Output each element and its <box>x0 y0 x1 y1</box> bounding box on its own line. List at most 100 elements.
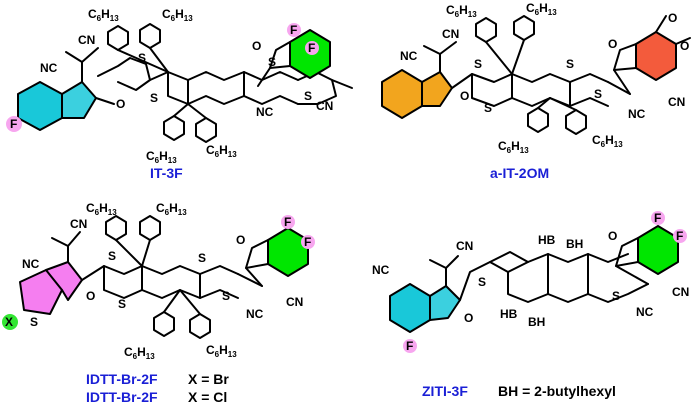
fluorine-atom-r1: F <box>654 211 661 225</box>
left-endgroup-pink-ring <box>20 270 62 314</box>
thiophene-s-4: S <box>304 89 312 103</box>
side-chain-label-4: C6H13 <box>206 343 237 359</box>
cyano-top: CN <box>78 33 95 47</box>
molecule-a-it-2om: NC CN O S S S S C6H13 C6H13 C6H13 C6H13 <box>381 1 691 181</box>
methoxy-o-1: O <box>668 11 677 25</box>
right-endgroup-green-ring <box>268 228 308 276</box>
left-endgroup-cyan-ring <box>390 284 430 332</box>
svg-text:C6H13: C6H13 <box>88 7 119 23</box>
molecule-name-2: IDTT-Br-2F <box>86 389 158 405</box>
cyano-top: CN <box>456 239 473 253</box>
cyano-right-1: CN <box>672 285 689 299</box>
side-chain-label-1: C6H13 <box>86 201 117 217</box>
fluorine-highlight <box>403 339 417 353</box>
cyano-right-1: CN <box>316 99 333 113</box>
fluorine-atom: F <box>406 339 413 353</box>
left-endgroup-orange-ring <box>382 70 422 118</box>
thiophene-s-1: S <box>138 51 146 65</box>
cyano-left: NC <box>22 257 40 271</box>
side-chain-label-1: C6H13 <box>88 7 119 23</box>
thiophene-s-1: S <box>478 275 486 289</box>
svg-text:C6H13: C6H13 <box>206 343 237 359</box>
right-endgroup-red-ring <box>636 32 676 80</box>
cyano-right-1: CN <box>286 295 303 309</box>
cyano-left: NC <box>372 263 390 277</box>
molecule-name: IT-3F <box>150 165 183 181</box>
svg-text:C6H13: C6H13 <box>124 345 155 361</box>
side-chain-label-4: C6H13 <box>206 143 237 159</box>
thiophene-s-2: S <box>484 101 492 115</box>
molecule-it-3f: F NC CN O S S S S C6H13 C6H13 C <box>6 7 353 181</box>
svg-text:C6H13: C6H13 <box>446 3 477 19</box>
side-chain-label-1: HB <box>538 233 556 247</box>
molecule-name-1: IDTT-Br-2F <box>86 371 158 387</box>
substituent-2: X = Cl <box>188 389 227 405</box>
bh-definition: BH = 2-butylhexyl <box>498 383 616 399</box>
side-chain-label-4: BH <box>528 315 545 329</box>
cyano-left: NC <box>400 49 418 63</box>
carbonyl-oxygen: O <box>116 97 125 111</box>
thiophene-s-3: S <box>566 57 574 71</box>
cyano-right-1: NC <box>628 107 646 121</box>
thiophene-s-1: S <box>108 249 116 263</box>
left-endgroup-orange-five <box>422 72 452 106</box>
carbonyl-oxygen-r: O <box>608 229 617 243</box>
x-highlight <box>2 314 18 330</box>
svg-text:C6H13: C6H13 <box>206 143 237 159</box>
svg-text:C6H13: C6H13 <box>162 7 193 23</box>
thiophene-s-2: S <box>612 289 620 303</box>
carbonyl-oxygen: O <box>464 311 473 325</box>
thiophene-s-end: S <box>30 315 38 329</box>
fluorine-atom-r1: F <box>290 23 297 37</box>
fluorine-highlight-r2 <box>301 235 315 249</box>
cyano-right-2: CN <box>668 95 685 109</box>
cyano-left: NC <box>40 61 58 75</box>
fluorine-highlight-r2 <box>673 229 687 243</box>
side-chain-label-2: C6H13 <box>156 201 187 217</box>
fluorine-atom: F <box>10 117 17 131</box>
x-atom: X <box>5 315 13 329</box>
right-endgroup-green-ring <box>638 226 678 274</box>
fluorine-atom-r2: F <box>304 235 311 249</box>
cyano-top: CN <box>70 217 87 231</box>
side-chain-label-4: C6H13 <box>592 133 623 149</box>
molecule-ziti-3f: F NC CN O S S HB BH HB BH F F O CN NC ZI… <box>372 211 689 399</box>
fluorine-highlight-r1 <box>281 215 295 229</box>
carbonyl-oxygen-r: O <box>252 39 261 53</box>
fluorine-highlight-r1 <box>287 23 301 37</box>
molecule-name: ZITI-3F <box>422 383 468 399</box>
fluorine-atom-r2: F <box>308 41 315 55</box>
fluorine-highlight <box>6 116 22 132</box>
thiophene-s-2: S <box>118 297 126 311</box>
left-endgroup-cyan-ring <box>18 82 62 130</box>
side-chain-label-2: C6H13 <box>162 7 193 23</box>
molecule-idtt-br-2f: X S NC CN O S S S S C6H13 C6H13 C6H13 C6… <box>2 201 315 405</box>
side-chain-label-3: HB <box>500 307 518 321</box>
svg-text:C6H13: C6H13 <box>592 133 623 149</box>
molecule-name: a-IT-2OM <box>490 165 549 181</box>
left-endgroup-pink-five <box>46 262 82 300</box>
svg-text:C6H13: C6H13 <box>498 139 529 155</box>
fluorine-highlight-r1 <box>651 211 665 225</box>
side-chain-label-3: C6H13 <box>146 149 177 165</box>
cyano-right-2: NC <box>636 305 654 319</box>
svg-text:C6H13: C6H13 <box>146 149 177 165</box>
fluorine-atom-r2: F <box>676 229 683 243</box>
substituent-1: X = Br <box>188 371 229 387</box>
carbonyl-oxygen: O <box>460 89 469 103</box>
side-chain-label-2: BH <box>566 237 583 251</box>
side-chain-label-3: C6H13 <box>498 139 529 155</box>
cyano-right-2: NC <box>246 307 264 321</box>
thiophene-s-4: S <box>594 87 602 101</box>
left-endgroup-cyan-five <box>430 286 460 320</box>
thiophene-s-1: S <box>474 57 482 71</box>
svg-text:C6H13: C6H13 <box>156 201 187 217</box>
side-chain-label-3: C6H13 <box>124 345 155 361</box>
cyano-top: CN <box>442 27 459 41</box>
fluorine-highlight-r2 <box>305 41 319 55</box>
carbonyl-oxygen-r: O <box>236 233 245 247</box>
svg-text:C6H13: C6H13 <box>86 201 117 217</box>
side-chain-label-2: C6H13 <box>526 1 557 17</box>
cyano-right-2: NC <box>256 105 274 119</box>
